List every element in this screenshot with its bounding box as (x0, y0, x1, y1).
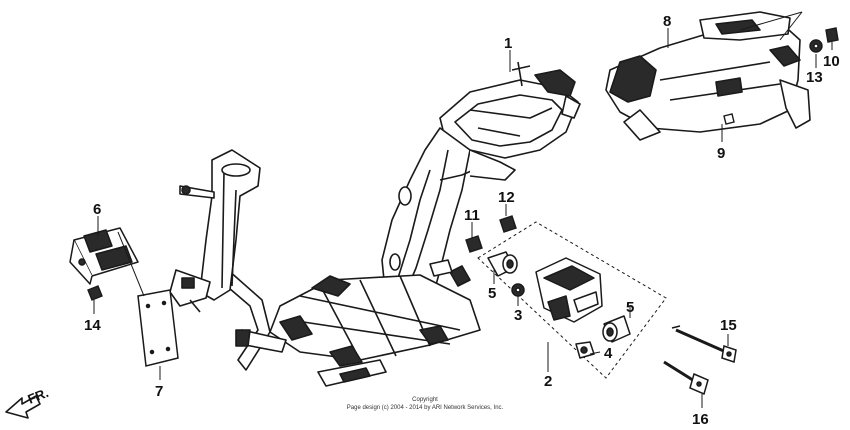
callout-6: 6 (93, 201, 101, 218)
callout-5-left: 5 (488, 285, 496, 302)
callout-10: 10 (823, 53, 840, 70)
callout-15: 15 (720, 317, 737, 334)
copyright-notice: Copyright Page design (c) 2004 - 2014 by… (300, 396, 550, 412)
rubber-pad (137, 289, 179, 367)
callout-3: 3 (514, 307, 522, 324)
bolts (663, 325, 737, 396)
callout-13: 13 (806, 69, 823, 86)
copyright-line-1: Copyright (412, 397, 438, 403)
callout-4: 4 (604, 345, 613, 362)
callout-12: 12 (498, 189, 515, 206)
callout-2: 2 (544, 373, 552, 390)
fasteners (87, 27, 839, 301)
callout-14: 14 (84, 317, 101, 334)
callout-9: 9 (717, 145, 725, 162)
main-frame (221, 61, 581, 387)
callout-11: 11 (464, 207, 480, 224)
callout-5-right: 5 (626, 299, 634, 316)
callout-1: 1 (504, 35, 512, 52)
rear-pillar (169, 149, 261, 313)
battery-case (605, 11, 811, 141)
leader-lines (93, 11, 833, 408)
callout-7: 7 (155, 383, 163, 400)
rear-bracket (69, 227, 139, 285)
callout-numbers: 1 2 3 4 5 5 6 7 8 9 10 11 12 13 14 15 16 (84, 13, 840, 428)
arrow-front-icon: FR. (5, 385, 51, 419)
callout-8: 8 (663, 13, 671, 30)
engine-hanger-assembly (477, 221, 667, 379)
copyright-line-2: Page design (c) 2004 - 2014 by ARI Netwo… (346, 405, 504, 411)
callout-16: 16 (692, 411, 709, 428)
direction-label: FR. (26, 385, 51, 407)
